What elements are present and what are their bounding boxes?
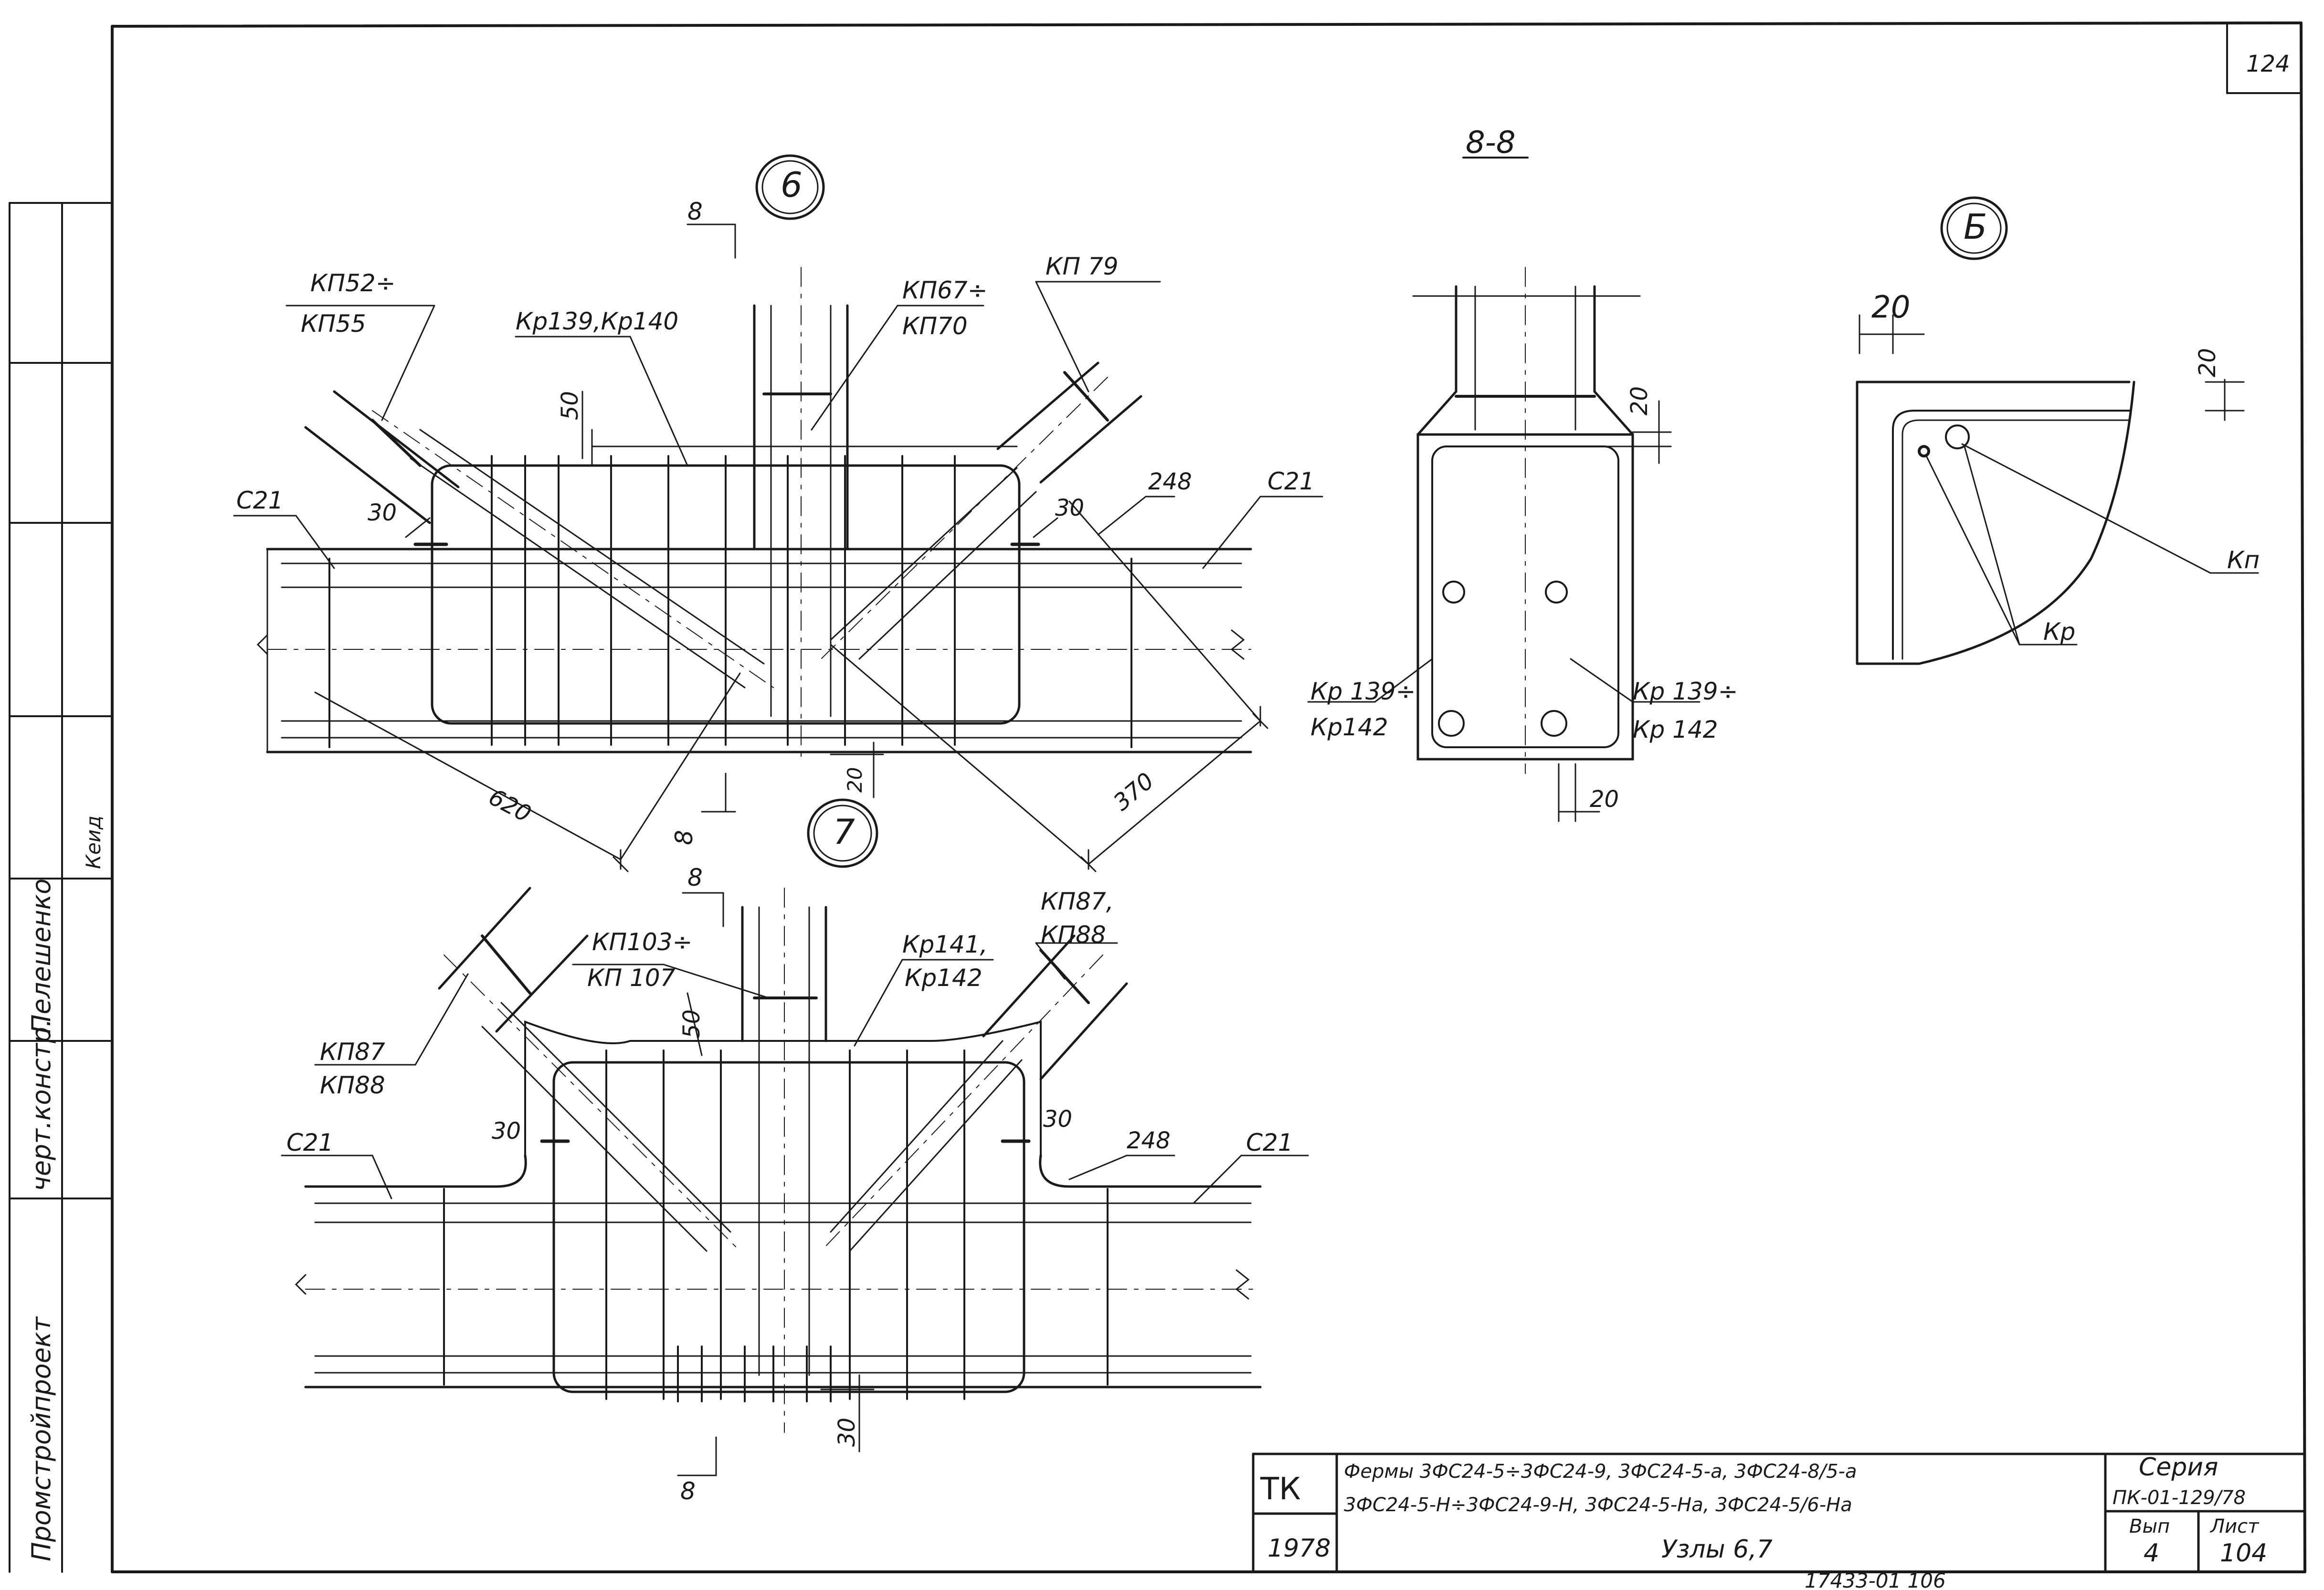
detail-b-drawing	[1856, 196, 2259, 665]
dim-20-top-section: 20	[1626, 386, 1653, 415]
cut-mark-top-6: 8	[687, 198, 703, 225]
title-block-issue-label: Вып	[2129, 1516, 2170, 1537]
section-stirrup	[1431, 445, 1619, 748]
title-block-issue-value: 4	[2144, 1539, 2159, 1568]
dim-370: 370	[1109, 767, 1159, 816]
title-block-line1: Фермы 3ФС24-5÷3ФС24-9, 3ФС24-5-а, 3ФС24-…	[1344, 1461, 1857, 1483]
node-7-drawing	[281, 798, 1309, 1476]
dim-248-7: 248	[1127, 1127, 1171, 1154]
cut-mark-top-7: 8	[687, 864, 703, 891]
dim-30-right-6: 30	[1055, 495, 1084, 521]
label-kp70: КП70	[902, 312, 968, 340]
dim-50-7: 50	[678, 1009, 705, 1039]
label-kr141: Кр141,	[902, 931, 988, 958]
corner-number: 124	[2246, 51, 2290, 77]
cut-mark-bottom-7: 8	[680, 1477, 696, 1505]
label-kp52: КП52÷	[310, 269, 396, 297]
corner-number-box	[2226, 23, 2302, 94]
dim-30-right-7: 30	[1043, 1106, 1072, 1133]
label-c21-right-7: С21	[1246, 1129, 1293, 1156]
dim-30-left-6: 30	[368, 499, 397, 526]
title-block-sheet-value: 104	[2220, 1539, 2267, 1568]
dim-20-h-b: 20	[1871, 290, 1910, 325]
dim-50-6: 50	[557, 391, 583, 420]
title-block-year: 1978	[1268, 1534, 1331, 1563]
label-c21-left-7: С21	[286, 1129, 334, 1156]
label-kr-b: Кр	[2043, 618, 2075, 646]
dim-30-bottom-7: 30	[834, 1418, 860, 1447]
node-6-number: 6	[781, 165, 803, 205]
section-outline	[1416, 433, 1634, 761]
node-7-circle	[807, 798, 878, 868]
label-kr142-right: Кр 142	[1633, 716, 1718, 743]
title-block-series-label: Серия	[2139, 1453, 2218, 1482]
label-kp55: КП55	[301, 310, 366, 338]
title-block-line2: 3ФС24-5-Н÷3ФС24-9-Н, 3ФС24-5-На, 3ФС24-5…	[1344, 1494, 1852, 1516]
title-block-line3: Узлы 6,7	[1661, 1535, 1773, 1564]
label-c21-right-6: С21	[1268, 467, 1315, 495]
label-kp103: КП103÷	[592, 928, 692, 956]
node-7-cage	[552, 1061, 1025, 1393]
side-stamp-grid	[9, 202, 113, 1573]
dim-20-6: 20	[843, 767, 866, 793]
dim-248-6: 248	[1148, 468, 1192, 495]
label-kp-b: Кп	[2227, 546, 2260, 574]
node-b-letter: Б	[1964, 207, 1987, 247]
sheet-frame	[111, 21, 2306, 1573]
bottom-note: 17433-01 106	[1805, 1569, 1946, 1590]
label-c21-left-6: С21	[236, 487, 284, 514]
side-stamp-sign: Кеид	[82, 816, 105, 869]
dim-30-left-7: 30	[492, 1118, 521, 1145]
label-kp87-left: КП87	[320, 1038, 385, 1066]
label-kr139-right: Кр 139÷	[1633, 678, 1738, 705]
section-title: 8-8	[1466, 125, 1516, 160]
dim-620: 620	[484, 784, 535, 827]
title-block-series-value: ПК-01-129/78	[2113, 1487, 2246, 1509]
node-7-number: 7	[833, 812, 855, 852]
title-block-logo: ТК	[1260, 1472, 1301, 1507]
label-kp88-left: КП88	[320, 1071, 385, 1099]
side-stamp-org: Промстройпроект	[26, 1316, 56, 1561]
label-kr142-left: Кр142	[1310, 713, 1388, 741]
title-block-sheet-label: Лист	[2209, 1516, 2260, 1537]
label-kp87-right: КП87,	[1041, 888, 1114, 915]
dim-20-bottom-section: 20	[1590, 786, 1619, 813]
label-kp67: КП67÷	[902, 276, 988, 304]
label-kr139-left: Кр 139÷	[1310, 678, 1416, 705]
side-stamp-name: Пелешенко	[26, 879, 56, 1034]
dim-20-v-b: 20	[2194, 348, 2221, 377]
label-kp79: КП 79	[1046, 253, 1119, 280]
node-6-drawing	[233, 154, 1323, 872]
detail-b-circle	[1940, 196, 2008, 260]
title-block-grid	[1252, 1452, 2306, 1573]
label-kr139-140: Кр139,Кр140	[516, 307, 678, 335]
cut-mark-bottom-6: 8	[670, 830, 698, 845]
section-8-8-drawing	[1307, 157, 1701, 822]
label-kp88-right: КП88	[1041, 921, 1106, 949]
label-kp107: КП 107	[587, 964, 676, 992]
node-6-circle	[755, 154, 825, 220]
label-kr142-7: Кр142	[905, 964, 982, 992]
side-stamp-role: черт.констр.	[26, 1018, 56, 1191]
